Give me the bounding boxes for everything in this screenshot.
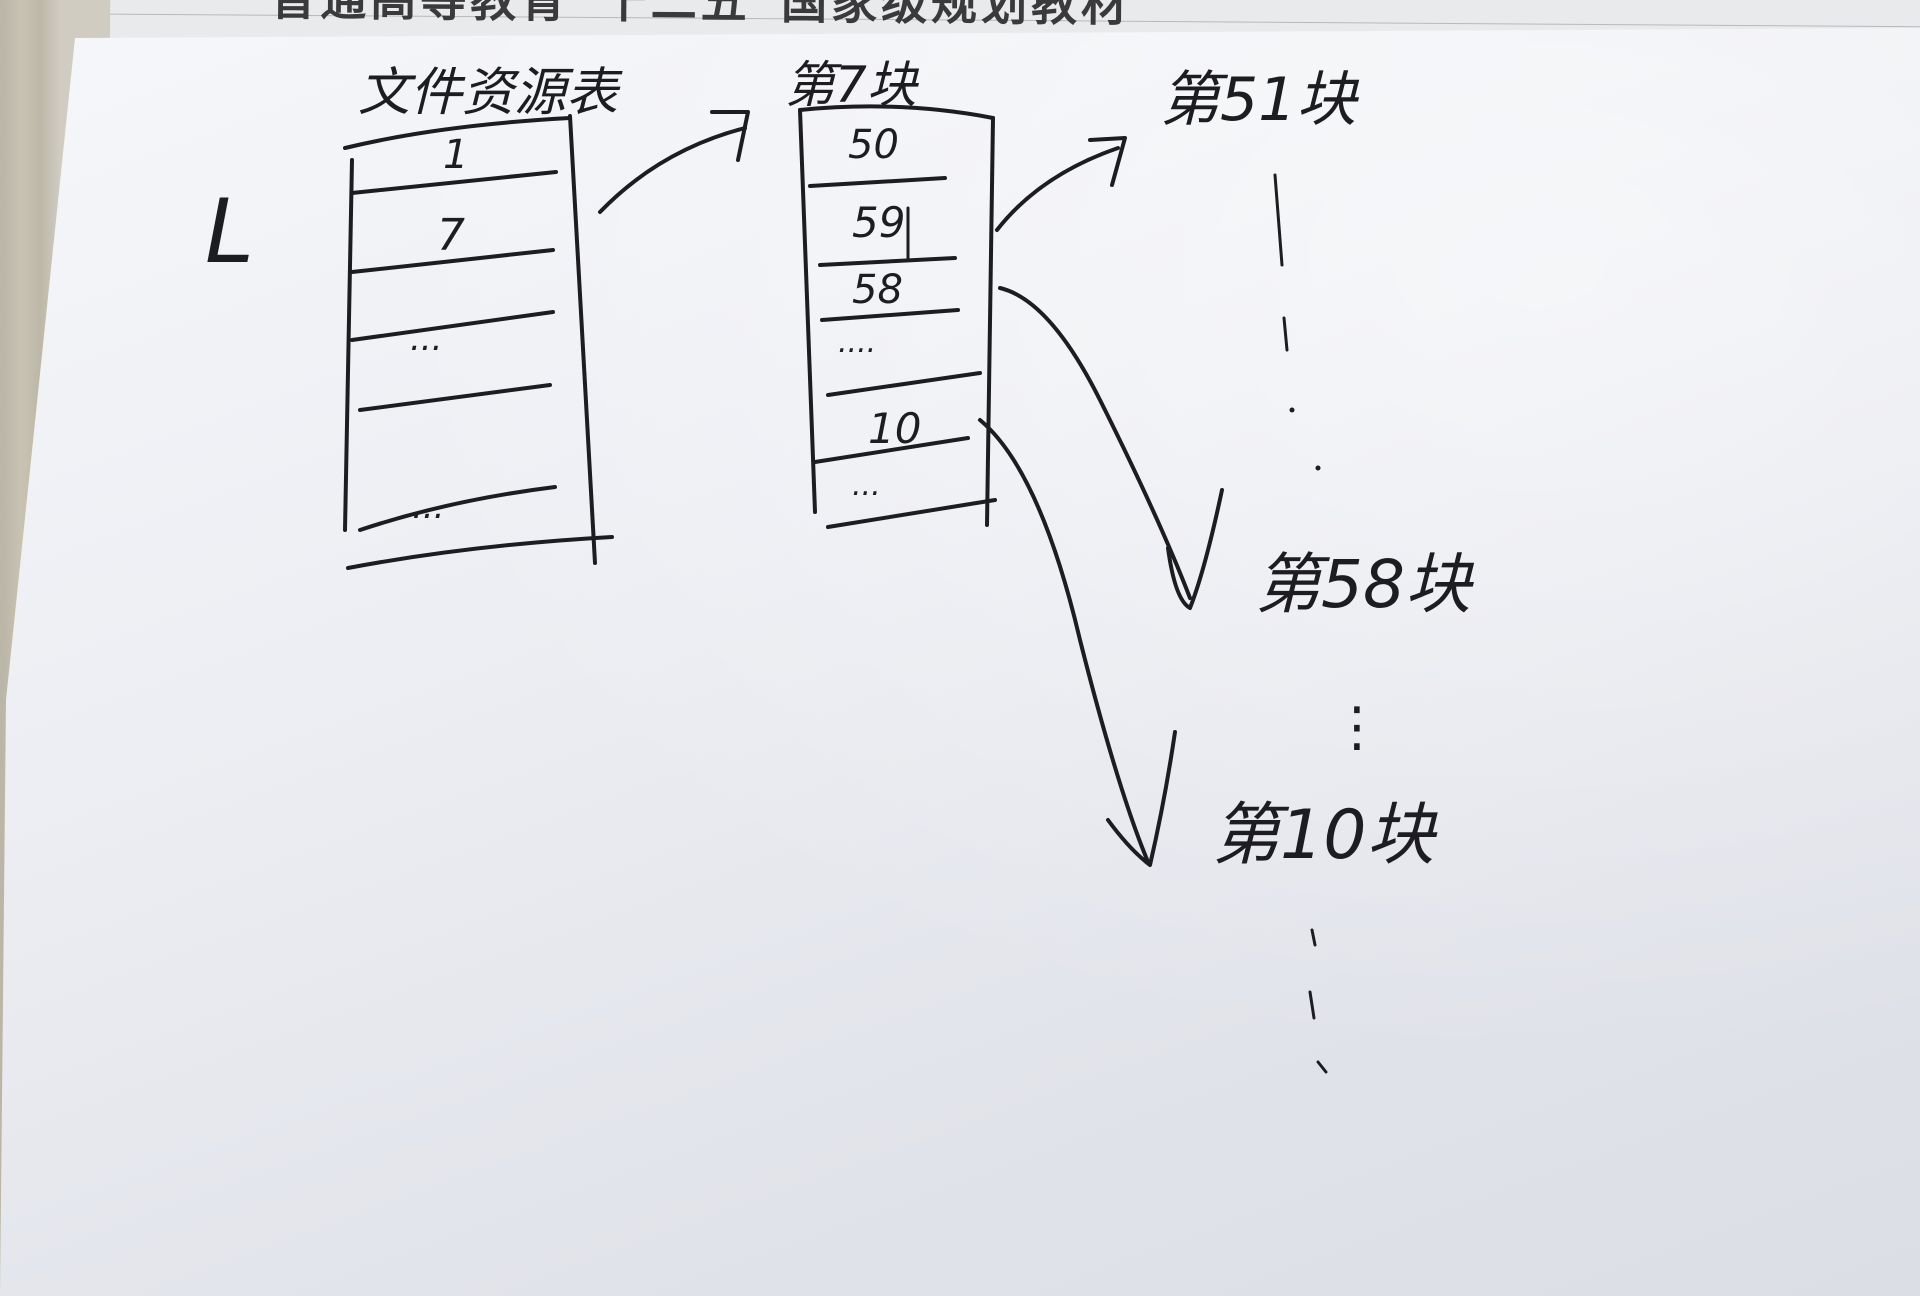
- arrow-to-block10: [978, 418, 1177, 867]
- block7-table: [798, 104, 997, 529]
- block7-entry: 10: [868, 404, 921, 453]
- block7-bottom-border: [826, 498, 997, 529]
- block7-entry: ...: [852, 468, 881, 503]
- block7-entry: 58: [852, 267, 903, 313]
- l-mark: L: [205, 180, 254, 283]
- arrow-to-block51: [995, 136, 1127, 232]
- file-table: [343, 114, 614, 570]
- block7-entry: 50: [848, 122, 899, 168]
- block7-row-divider: [808, 176, 947, 188]
- block10-title: 第10块: [1212, 796, 1439, 875]
- block58-continuation: ⋮: [1330, 695, 1384, 758]
- block7-row-divider: [826, 371, 982, 397]
- file-table-entry: 1: [443, 132, 468, 178]
- table-bottom-border: [346, 535, 614, 570]
- block51-title: 第51块: [1160, 65, 1359, 135]
- block51-continuation: [1273, 173, 1321, 471]
- block7-row-divider: [820, 308, 960, 322]
- block7-row-divider: [818, 256, 957, 267]
- table-left-border: [343, 158, 354, 532]
- table-row-divider: [358, 485, 557, 532]
- block7-left-border: [798, 108, 817, 514]
- table-top-border: [343, 116, 572, 150]
- block7-right-border: [985, 116, 995, 527]
- file-table-entry: ...: [412, 487, 444, 527]
- block58-title: 第58块: [1255, 546, 1475, 623]
- block7-entry: ....: [838, 325, 876, 360]
- file-table-entry: ...: [410, 319, 442, 359]
- block10-continuation: [1308, 928, 1328, 1074]
- block7-top-border: [798, 104, 995, 120]
- arrow-to-block7: [598, 110, 750, 214]
- block7-title: 第7块: [785, 56, 920, 114]
- table-row-divider: [358, 383, 552, 412]
- block7-entry: 59: [852, 198, 905, 247]
- table-row-divider: [350, 310, 555, 342]
- table-right-border: [568, 114, 597, 565]
- arrow-to-block58: [998, 286, 1224, 610]
- table-row-divider: [350, 170, 558, 195]
- table-row-divider: [350, 248, 555, 274]
- block7-row-divider: [813, 436, 970, 464]
- file-table-title: 文件资源表: [358, 63, 623, 123]
- file-table-entry: 7: [437, 210, 465, 261]
